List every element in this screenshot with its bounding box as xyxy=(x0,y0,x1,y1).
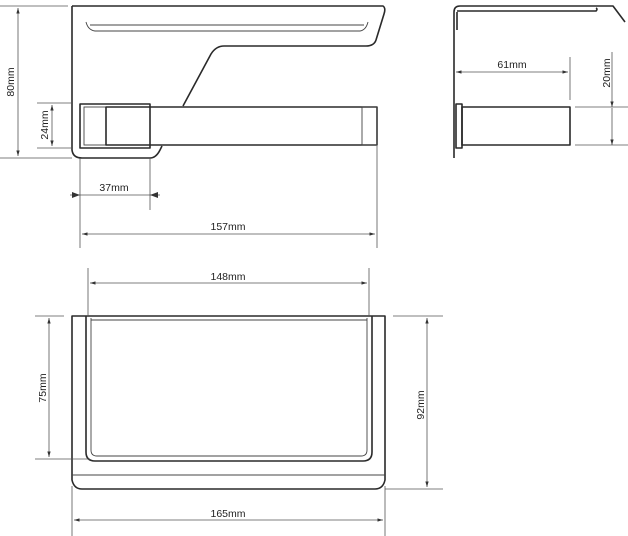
roll-end-cap xyxy=(361,106,378,146)
front-view: 80mm 24mm 37mm 157mm xyxy=(0,5,386,248)
dim-label-height-total: 80mm xyxy=(5,67,17,96)
dim-label-roll-height: 24mm xyxy=(39,110,51,139)
top-outline xyxy=(71,315,386,490)
roll-flange xyxy=(79,103,151,149)
dim-label-outer-depth: 92mm xyxy=(415,390,427,419)
dim-label-inner-depth: 75mm xyxy=(37,373,49,402)
dim-label-flange-width: 37mm xyxy=(99,182,128,194)
shelf-groove xyxy=(85,21,369,32)
flange-inner xyxy=(83,106,107,146)
side-view: 61mm 20mm xyxy=(453,5,628,158)
inner-frame xyxy=(85,316,373,462)
side-profile xyxy=(453,5,626,158)
dim-label-roll-drop: 20mm xyxy=(601,58,613,87)
top-view: 148mm 75mm 92mm 165mm xyxy=(35,268,443,536)
dim-label-total-length: 157mm xyxy=(210,221,245,233)
holder-body-outline xyxy=(71,5,386,159)
dim-label-depth-to-roll: 61mm xyxy=(497,59,526,71)
dim-label-inner-width: 148mm xyxy=(210,271,245,283)
dim-label-outer-width: 165mm xyxy=(210,508,245,520)
side-roll xyxy=(461,106,571,146)
roll-bar xyxy=(105,106,378,146)
